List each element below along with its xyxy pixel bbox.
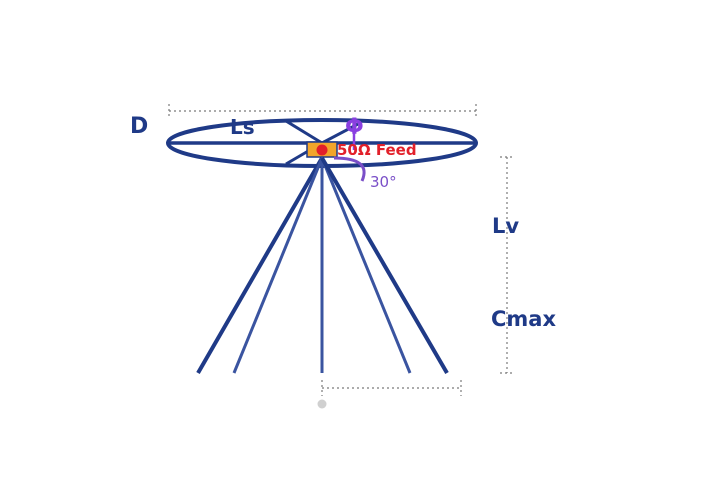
top-hat-spoke-right [321,122,359,145]
angle-arc [333,156,366,182]
slope-wire-outer-right [320,156,449,375]
label-angle: 30° [370,173,397,191]
slope-wire-inner-right [320,157,412,374]
label-phi: Φ [345,115,364,140]
dimension-d [168,104,477,118]
feed-point-icon [316,144,328,156]
label-lv: Lv [492,214,520,238]
top-hat-spoke-back [285,119,323,145]
label-ls: Ls [230,115,255,139]
label-cmax: Cmax [491,307,557,331]
slope-wire-inner-left [232,157,324,374]
dimension-base-radius [321,380,462,396]
ground-anchor-icon [317,399,327,409]
label-feed: 50Ω Feed [337,141,417,159]
label-d: D [130,114,149,139]
slope-wire-outer-left [196,157,324,374]
dimension-lv [500,156,514,374]
